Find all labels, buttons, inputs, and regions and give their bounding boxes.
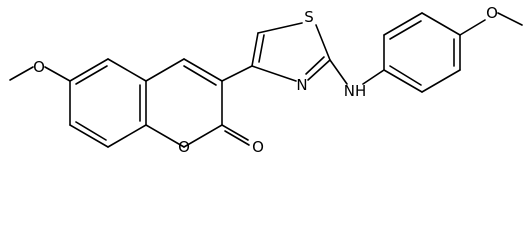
bond (221, 124, 249, 141)
bond (383, 69, 423, 93)
bond (307, 59, 331, 81)
bond (383, 12, 423, 36)
bond (305, 56, 325, 75)
bond (221, 65, 253, 82)
bond (315, 24, 331, 61)
atom-label-nitrogen-thiazole: N (296, 76, 307, 94)
bond (145, 124, 185, 148)
bond (258, 34, 265, 63)
bond (107, 58, 147, 82)
atom-label-amine-nh: NH (344, 82, 367, 100)
bond (224, 130, 250, 146)
atom-label-oxygen-methoxy-left: O (33, 58, 45, 76)
bond (107, 124, 147, 148)
bond-layer (9, 12, 523, 148)
bond (69, 124, 109, 148)
atom-label-oxygen-methoxy-right: O (486, 4, 498, 22)
bond (257, 22, 303, 34)
bond (75, 65, 108, 85)
bond (421, 69, 461, 93)
atom-label-layer: O O O S N NH O (33, 4, 498, 154)
molecule-structure: O O O S N NH O (9, 4, 523, 154)
bond (69, 58, 109, 82)
bond (183, 58, 223, 82)
bond (459, 19, 486, 36)
bond (183, 124, 223, 148)
bond (329, 59, 348, 85)
bond (145, 58, 185, 82)
atom-label-oxygen-ring: O (178, 138, 190, 154)
bond (9, 66, 34, 81)
atom-label-sulfur: S (304, 8, 314, 26)
bond (251, 65, 297, 82)
bond (389, 20, 422, 40)
atom-label-oxygen-carbonyl: O (252, 138, 264, 154)
bond (44, 66, 71, 82)
bond (497, 12, 523, 26)
bond (362, 69, 385, 85)
bond (183, 65, 217, 86)
bond (75, 121, 107, 141)
bond (421, 12, 461, 36)
bond (251, 32, 259, 67)
bond (389, 65, 422, 86)
